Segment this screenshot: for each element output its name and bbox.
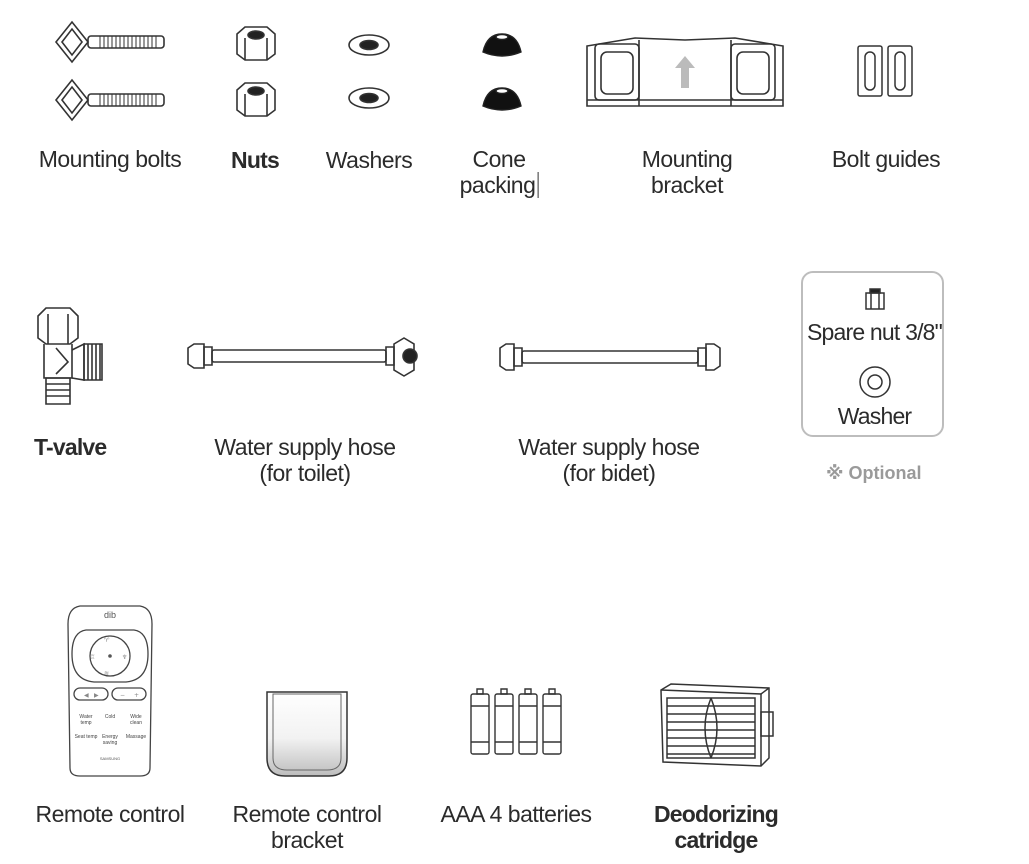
water-hose-bidet-line1: Water supply hose [518,434,700,460]
t-valve-illustration [34,304,106,408]
svg-text:≋: ≋ [104,670,109,677]
bolt-guides-illustration [856,44,914,98]
svg-text:+: + [134,692,139,699]
water-hose-toilet-label: Water supply hose (for toilet) [214,434,396,486]
spare-nut-label: Spare nut 3/8" [806,319,943,345]
deodorizing-cartridge-illustration [657,682,775,768]
batteries-illustration [469,686,565,756]
deodorizing-cartridge-label: Deodorizing catridge [653,801,779,853]
cone-packing-label: Cone packing [460,146,539,198]
cone-packing-line1: Cone [472,146,526,172]
washers-label: Washers [325,147,413,173]
nuts-illustration [233,24,279,122]
remote-btn-seat-temp: Seat temp [74,734,98,740]
remote-bracket-label: Remote control bracket [233,801,382,853]
remote-bracket-illustration [263,688,351,780]
batteries-label: AAA 4 batteries [440,801,592,827]
water-hose-toilet-line2: (for toilet) [259,460,351,486]
remote-brand: dib [103,610,116,620]
remote-btn-water-temp: Water temp [79,714,93,726]
svg-text:♈: ♈ [104,637,110,644]
optional-parts-box: Spare nut 3/8" Washer [801,271,944,437]
remote-bracket-line1: Remote control [232,801,382,827]
water-hose-bidet-line2: (for bidet) [562,460,656,486]
nuts-label: Nuts [231,147,280,173]
remote-body: ◀ ▶ − + ♈ ≋ ♖ ♆ [66,604,154,778]
remote-btn-wide-clean: Wide clean [130,714,142,726]
svg-text:−: − [120,692,125,699]
remote-btn-energy-saving: Energy saving [102,734,118,746]
mounting-bracket-label: Mounting bracket [642,146,733,198]
mounting-bracket-line1: Mounting [641,146,733,172]
bolt-guides-label: Bolt guides [831,146,941,172]
water-hose-bidet-label: Water supply hose (for bidet) [518,434,700,486]
t-valve-label: T-valve [34,434,107,460]
water-hose-toilet-illustration [186,336,422,378]
spare-washer-label: Washer [837,403,912,429]
remote-btn-massage: Massage [125,734,147,740]
cone-packing-illustration [479,30,525,114]
cone-packing-line2-text: packing [459,172,536,198]
remote-btn-cold: Cold [104,714,116,720]
mounting-bracket-illustration [585,34,785,108]
cone-packing-line2: packing [460,172,539,198]
remote-control-illustration: ◀ ▶ − + ♈ ≋ ♖ ♆ dib Water temp Cold Wide cle… [66,604,154,778]
washers-illustration [346,32,392,112]
water-hose-bidet-illustration [498,342,722,372]
svg-text:◀: ◀ [84,692,89,699]
mounting-bracket-line2: bracket [651,172,723,198]
spare-washer-icon [858,365,892,399]
text-cursor [537,172,539,198]
mounting-bolts-label: Mounting bolts [38,146,182,172]
deodorizing-line2: catridge [674,827,758,853]
svg-text:♖: ♖ [90,654,95,661]
deodorizing-line1: Deodorizing [653,801,779,827]
optional-note: ※ Optional [826,463,922,483]
water-hose-toilet-line1: Water supply hose [214,434,396,460]
remote-bottom-logo: SAMSUNG [99,756,121,761]
svg-text:▶: ▶ [94,692,99,699]
mounting-bolts-illustration [52,16,170,132]
remote-bracket-line2: bracket [271,827,343,853]
spare-nut-icon [863,287,887,311]
remote-control-label: Remote control [35,801,185,827]
svg-text:♆: ♆ [122,654,127,661]
